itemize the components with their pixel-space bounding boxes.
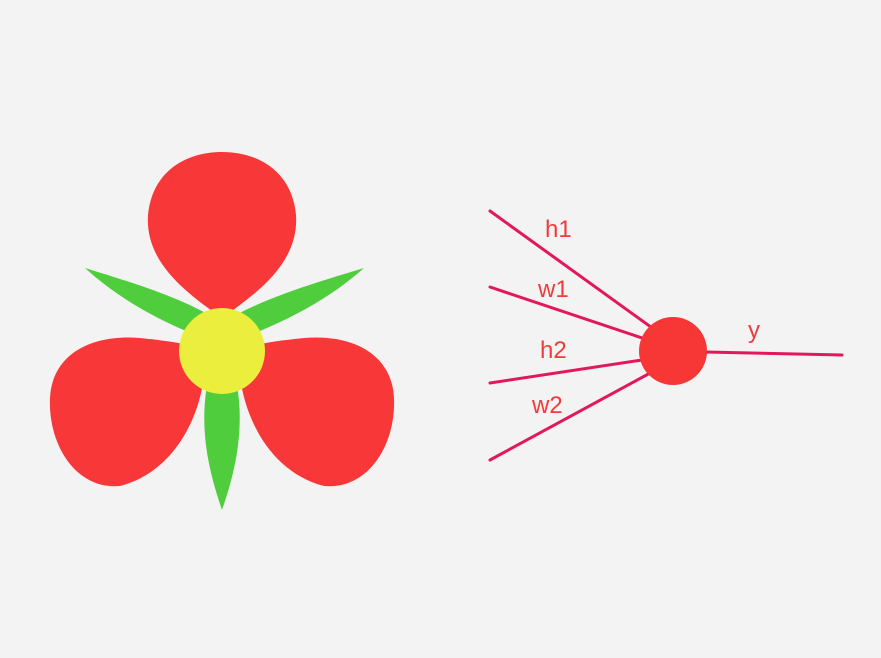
input-edge-h1 — [488, 209, 657, 332]
neuron-node — [639, 317, 707, 385]
input-label-h2: h2 — [540, 337, 567, 364]
output-label-y: y — [748, 317, 760, 344]
neuron-diagram: h1 w1 h2 w2 y — [488, 209, 844, 462]
petal-top — [147, 152, 297, 318]
input-edge-h2 — [488, 358, 644, 385]
input-edge-w1 — [488, 285, 650, 342]
leaf-right — [222, 268, 364, 345]
output-edge-y — [703, 350, 844, 357]
leaf-bottom — [204, 380, 240, 510]
input-label-w2: w2 — [531, 392, 563, 419]
flower-illustration — [49, 152, 395, 510]
input-label-w1: w1 — [537, 276, 569, 303]
flower-center — [179, 308, 265, 394]
petal-left — [49, 337, 206, 487]
petal-right — [238, 337, 395, 487]
input-edge-w2 — [488, 370, 654, 462]
input-label-h1: h1 — [545, 216, 572, 243]
